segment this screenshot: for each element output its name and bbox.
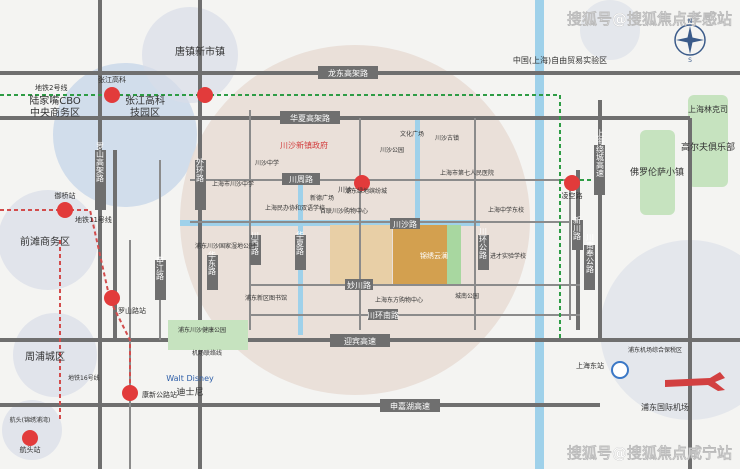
road-shenjiang: 申江路 bbox=[156, 255, 165, 280]
poi-landmark: 城南公园 bbox=[455, 292, 479, 300]
metro-line2-label: 地铁2号线 bbox=[35, 83, 67, 92]
area-zhangjiang: 张江高科 bbox=[125, 94, 165, 107]
area-golf: 高尔夫俱乐部 bbox=[681, 141, 735, 153]
road-chuanhuan2: 川环公路 bbox=[479, 227, 488, 259]
hangtou-zone bbox=[2, 400, 62, 460]
watermark-bottom: 搜狐号@搜狐焦点咸宁站 bbox=[567, 444, 732, 462]
canal-v2 bbox=[415, 120, 420, 220]
project-block bbox=[393, 225, 447, 285]
florence-green bbox=[640, 130, 675, 215]
poi-mall2: 浦东绿地缤纷城 bbox=[345, 187, 387, 195]
poi-school5: 上海民办协和双语学校 bbox=[265, 204, 325, 212]
road-chuanzhou: 川周路 bbox=[289, 174, 313, 184]
compass-icon bbox=[674, 24, 706, 56]
road-chuannan: 川南奉公路 bbox=[586, 233, 595, 273]
road-waihuan: 外环路 bbox=[196, 157, 205, 182]
area-pudong-airport: 浦东国际机场 bbox=[641, 402, 689, 412]
road-huaxia: 华夏高架路 bbox=[290, 113, 330, 123]
zhoupu-zone bbox=[13, 313, 97, 397]
road-yingbin: 迎宾高速 bbox=[344, 336, 376, 346]
area-florence: 佛罗伦萨小镇 bbox=[630, 166, 684, 178]
poi-school2: 川沙中学 bbox=[255, 159, 279, 167]
poi-shopping: 上海东方购物中心 bbox=[375, 296, 423, 304]
tangzhen-zone bbox=[142, 7, 238, 103]
road-xinchuan: 新川路 bbox=[573, 215, 582, 240]
compass-n: N bbox=[688, 18, 693, 25]
station-hangtou: 航头站 bbox=[20, 445, 41, 454]
road-pudong-hwy: 上海绕城高速 bbox=[596, 129, 605, 178]
station-chuansha: 川沙 bbox=[338, 186, 352, 194]
road-chuanxi: 川西路 bbox=[251, 231, 260, 255]
river bbox=[535, 0, 544, 469]
road-miaojing: 妙川路 bbox=[347, 280, 371, 290]
area-golf-top: 上海林克司 bbox=[688, 104, 728, 114]
station-zhangjiang: 张江高科 bbox=[98, 75, 126, 84]
compass-s: S bbox=[688, 57, 692, 64]
block-b bbox=[362, 225, 392, 285]
poi-mall1: 百联川沙购物中心 bbox=[320, 207, 368, 215]
poi-library: 浦东新区图书馆 bbox=[245, 294, 287, 302]
qiantan-zone bbox=[0, 190, 98, 290]
poi-school3: 上海中学东校 bbox=[488, 206, 524, 214]
road-huaxia-rd: 华夏路 bbox=[296, 230, 305, 255]
metro-line11-label: 地铁11号线 bbox=[75, 215, 112, 224]
poi-project: 锦绣云澜 bbox=[420, 251, 448, 260]
area-lujiazui2: 中央商务区 bbox=[30, 106, 80, 119]
station-hangtou-note: 航头(锦绣浦湾) bbox=[10, 416, 51, 424]
roads-minor bbox=[129, 110, 580, 469]
stations bbox=[22, 87, 629, 446]
area-tangzhen: 唐镇新市镇 bbox=[175, 45, 225, 58]
area-disney: 迪士尼 bbox=[176, 386, 203, 398]
station-kangxin: 康新公路站 bbox=[142, 390, 177, 399]
poi-wenxin: 文化广场 bbox=[400, 130, 424, 138]
area-lujiazui: 陆家嘴CBO bbox=[29, 94, 81, 107]
ftz-zone bbox=[580, 0, 640, 60]
poi-hospital: 上海市第七人民医院 bbox=[440, 169, 494, 177]
metro-line16-label: 地铁16号线 bbox=[68, 374, 100, 382]
poi-park1: 浦东川沙国家湿地公园 bbox=[195, 242, 255, 250]
station-lingkong: 凌空路 bbox=[562, 191, 583, 200]
poi-gov: 川沙新镇政府 bbox=[280, 140, 328, 150]
station-shanghai-east: 上海东站 bbox=[576, 361, 604, 370]
poi-school4: 进才实验学校 bbox=[490, 252, 526, 260]
road-longdong: 龙东高架路 bbox=[328, 68, 368, 78]
watermark-top: 搜狐号@搜狐焦点孝感站 bbox=[567, 10, 732, 28]
area-ftz: 中国(上海)自由贸易实验区 bbox=[513, 55, 607, 65]
area-zhoupu: 周浦城区 bbox=[25, 350, 65, 363]
road-luoshan: 罗山高架路 bbox=[96, 142, 105, 182]
poi-park2: 浦东川沙健康公园 bbox=[178, 326, 226, 334]
road-chuanhuan: 川环南路 bbox=[367, 310, 399, 320]
road-chuansha: 川沙路 bbox=[393, 219, 417, 229]
block-a bbox=[330, 225, 362, 285]
road-shenjia: 申嘉湖高速 bbox=[390, 401, 430, 411]
green-strip bbox=[447, 225, 461, 285]
airplane-icon bbox=[665, 372, 725, 391]
poi-guzhen: 川沙古镇 bbox=[435, 134, 459, 142]
airport-zone bbox=[600, 240, 740, 420]
area-qiantan: 前滩商务区 bbox=[20, 235, 70, 248]
poi-chuansha-park: 川沙公园 bbox=[380, 147, 404, 154]
poi-xinde: 新德广场 bbox=[310, 194, 334, 202]
park-green bbox=[168, 320, 248, 350]
disney-logo: Walt Disney bbox=[166, 374, 214, 383]
road-huadong: 华东路 bbox=[208, 250, 217, 275]
area-zhangjiang2: 技园区 bbox=[130, 106, 160, 119]
area-airport-town: 浦东机场综合保税区 bbox=[628, 346, 682, 354]
road-airport-line: 机场联络线 bbox=[192, 349, 222, 357]
station-luoshan: 罗山路站 bbox=[118, 306, 146, 315]
station-yushan: 御桥站 bbox=[55, 191, 76, 200]
golf-green bbox=[688, 95, 728, 187]
poi-school1: 上海市川沙中学 bbox=[212, 180, 254, 188]
